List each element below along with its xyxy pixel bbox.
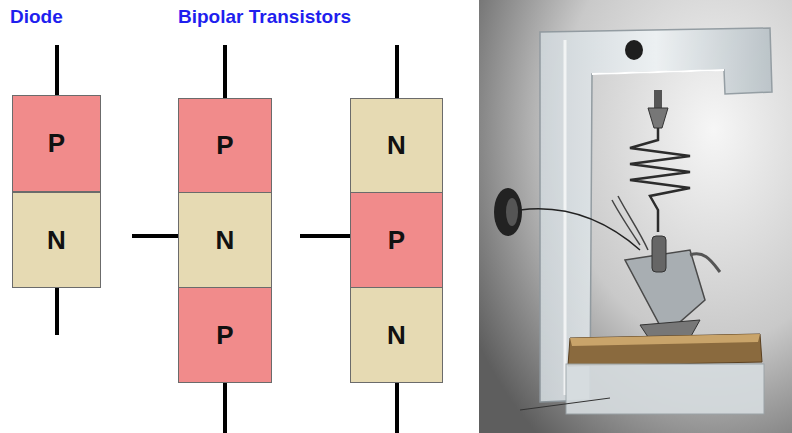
plastic-block xyxy=(566,364,764,414)
wire xyxy=(520,398,610,410)
screw-tip xyxy=(648,108,668,128)
screw xyxy=(625,40,643,60)
lead-wire xyxy=(223,383,227,433)
semiconductor-layer: P xyxy=(178,98,272,193)
section-heading: Bipolar Transistors xyxy=(178,6,351,28)
layer-letter: P xyxy=(388,225,405,256)
lead-wire xyxy=(395,45,399,98)
leads xyxy=(57,45,397,433)
lead-wire xyxy=(132,234,178,238)
photo-ground xyxy=(479,0,792,433)
metal-base xyxy=(568,334,762,366)
wire xyxy=(612,196,648,250)
contact-holder xyxy=(652,236,666,272)
layer-letter: P xyxy=(216,320,233,351)
spring-wire xyxy=(630,128,690,232)
clip xyxy=(690,254,720,272)
base-highlight xyxy=(570,334,760,346)
layer-letter: N xyxy=(387,320,406,351)
layer-letter: P xyxy=(216,130,233,161)
semiconductor-layer: N xyxy=(350,98,443,193)
semiconductor-layer: N xyxy=(350,287,443,383)
semiconductor-layer: N xyxy=(12,192,101,288)
knob-face xyxy=(506,198,518,226)
lead-wire xyxy=(300,234,350,238)
layer-letter: P xyxy=(48,128,65,159)
lead-wire xyxy=(55,288,59,335)
semiconductor-layer: N xyxy=(178,192,272,288)
frame-edge xyxy=(592,70,724,74)
layer-letter: N xyxy=(47,225,66,256)
knob xyxy=(494,188,522,236)
lead-wire xyxy=(395,383,399,433)
plastic-frame xyxy=(540,28,772,402)
transistor-photo xyxy=(479,0,792,433)
semiconductor-layer: P xyxy=(12,95,101,192)
lead-wire xyxy=(55,45,59,95)
semiconductor-layer: P xyxy=(178,287,272,383)
semiconductor-layer: P xyxy=(350,192,443,288)
lead-wire xyxy=(223,45,227,98)
layer-letter: N xyxy=(387,130,406,161)
layer-letter: N xyxy=(216,225,235,256)
section-heading: Diode xyxy=(10,6,63,28)
screw-shaft xyxy=(654,90,662,108)
wire xyxy=(520,209,640,250)
frame-highlight xyxy=(564,40,567,395)
